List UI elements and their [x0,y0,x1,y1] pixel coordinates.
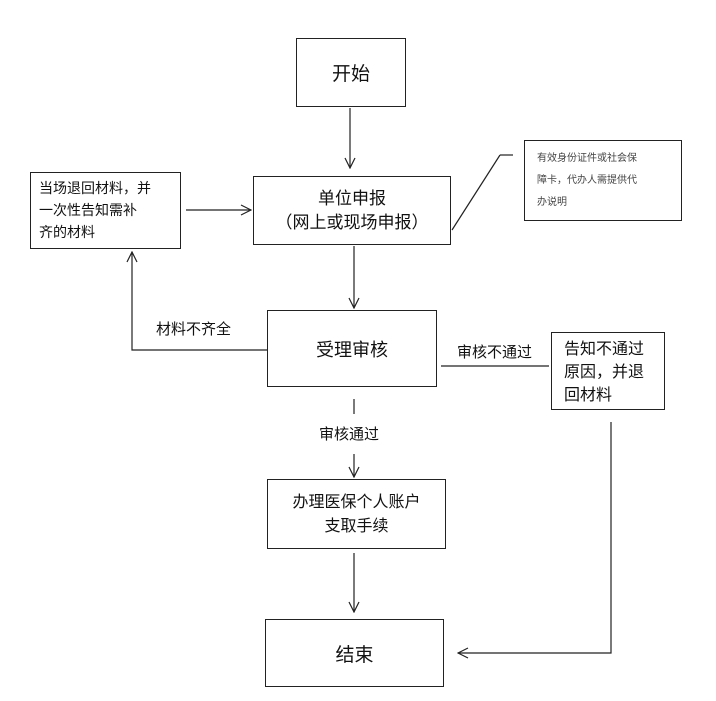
arrow-reject-to-end [458,422,612,653]
annotation-note: 有效身份证件或社会保 障卡，代办人需提供代 办说明 [524,140,682,221]
process-label-line2: 支取手续 [324,516,389,535]
edge-label-incomplete: 材料不齐全 [156,320,232,338]
declare-label-line2: （网上或现场申报） [275,212,429,233]
process-label-line1: 办理医保个人账户 [292,492,421,511]
review-node: 受理审核 [267,310,437,387]
review-label: 受理审核 [316,339,388,361]
declare-node: 单位申报 （网上或现场申报） [253,176,451,245]
annotation-line3: 办说明 [537,196,567,208]
annotation-line1: 有效身份证件或社会保 [537,152,637,164]
declare-label-line1: 单位申报 [318,188,386,209]
return-label-line3: 齐的材料 [39,224,95,241]
annotation-line2: 障卡，代办人需提供代 [537,174,637,186]
arrow-review-to-return [132,252,267,351]
annotation-connector [451,154,501,231]
reject-label-line2: 原因，并退 [564,361,645,381]
edge-label-passed: 审核通过 [319,425,380,443]
end-node: 结束 [265,619,444,687]
end-label: 结束 [335,643,374,666]
return-label-line1: 当场退回材料，并 [39,180,151,197]
return-label-line2: 一次性告知需补 [39,202,137,219]
return-materials-node: 当场退回材料，并 一次性告知需补 齐的材料 [30,172,181,249]
edge-label-not-passed: 审核不通过 [457,343,533,361]
reject-label-line1: 告知不通过 [564,338,645,358]
reject-label-line3: 回材料 [564,384,613,404]
start-label: 开始 [331,63,370,85]
process-node: 办理医保个人账户 支取手续 [267,479,446,549]
start-node: 开始 [296,38,406,107]
reject-node: 告知不通过 原因，并退 回材料 [551,332,665,410]
